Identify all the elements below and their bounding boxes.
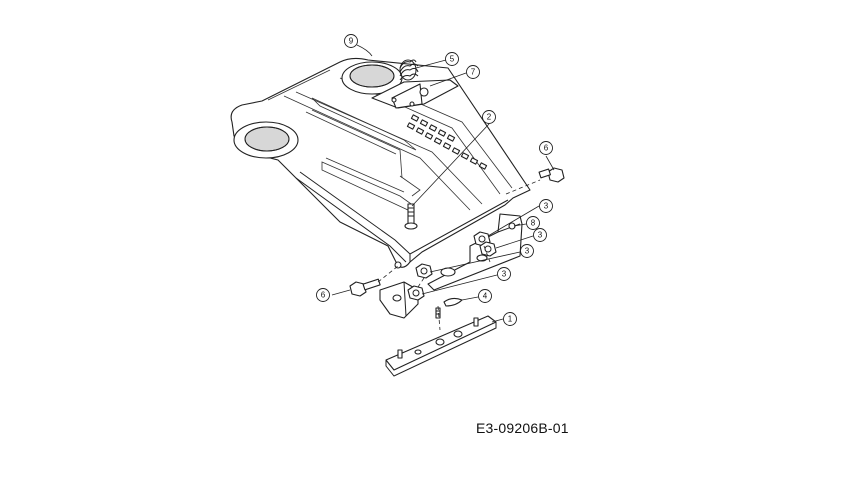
bolt-2 bbox=[404, 203, 418, 230]
svg-text:3: 3 bbox=[544, 202, 549, 211]
callout-7: 7 bbox=[466, 65, 480, 79]
svg-text:3: 3 bbox=[538, 231, 543, 240]
drawing-code: E3-09206B-01 bbox=[476, 420, 569, 436]
svg-text:3: 3 bbox=[525, 247, 530, 256]
svg-text:6: 6 bbox=[321, 291, 326, 300]
vent-slots bbox=[406, 114, 488, 170]
bolt-6-left bbox=[349, 278, 381, 297]
foot-plate bbox=[230, 57, 531, 269]
leader-lines bbox=[331, 44, 555, 323]
spring bbox=[399, 59, 419, 81]
svg-text:7: 7 bbox=[471, 68, 476, 77]
nut-3b bbox=[479, 241, 497, 257]
svg-text:1: 1 bbox=[508, 315, 513, 324]
callout-3-bottom: 3 bbox=[497, 267, 511, 281]
nut-3c bbox=[415, 263, 433, 279]
svg-text:4: 4 bbox=[483, 292, 488, 301]
callout-3-lower: 3 bbox=[520, 244, 534, 258]
top-bracket bbox=[371, 79, 459, 109]
svg-text:5: 5 bbox=[450, 55, 455, 64]
svg-text:6: 6 bbox=[544, 144, 549, 153]
svg-text:2: 2 bbox=[487, 113, 492, 122]
screw-4 bbox=[435, 297, 463, 319]
svg-text:8: 8 bbox=[531, 219, 536, 228]
nut-3d bbox=[407, 285, 425, 301]
callout-9: 9 bbox=[344, 34, 358, 48]
callout-2: 2 bbox=[482, 110, 496, 124]
callout-5: 5 bbox=[445, 52, 459, 66]
callout-4: 4 bbox=[478, 289, 492, 303]
bolt-6-right bbox=[538, 167, 565, 183]
alignment-lines bbox=[377, 179, 541, 331]
callout-6-left: 6 bbox=[316, 288, 330, 302]
svg-text:3: 3 bbox=[502, 270, 507, 279]
callout-1: 1 bbox=[503, 312, 517, 326]
callout-6-right: 6 bbox=[539, 141, 553, 155]
callout-3-middle: 3 bbox=[533, 228, 547, 242]
bottom-plate bbox=[385, 315, 497, 377]
svg-text:9: 9 bbox=[349, 37, 354, 46]
callout-8: 8 bbox=[526, 216, 540, 230]
callout-3-top: 3 bbox=[539, 199, 553, 213]
